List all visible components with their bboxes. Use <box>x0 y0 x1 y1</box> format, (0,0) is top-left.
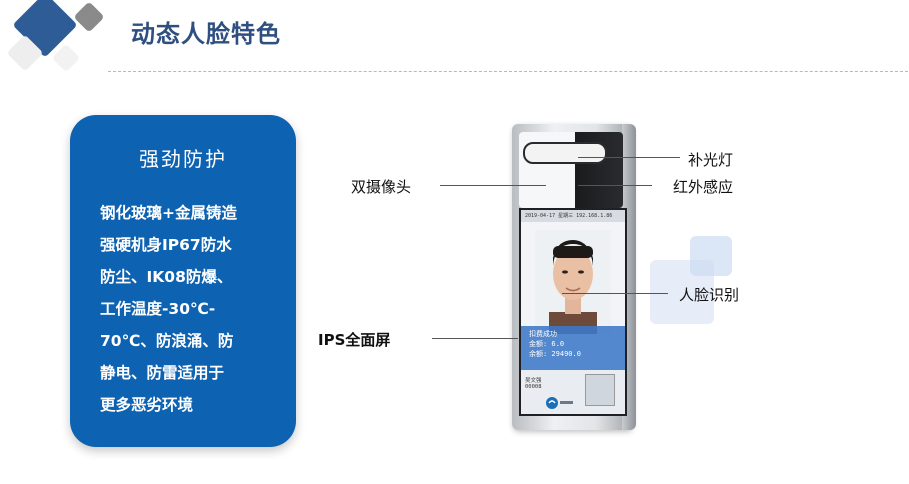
device-screen: 2019-04-17 星期三 192.168.1.86 扣费成功 金额: 6.0… <box>519 208 627 416</box>
leader-line-face-recognition <box>562 293 668 294</box>
callout-fill-light: 补光灯 <box>688 151 734 169</box>
feature-line: 钢化玻璃+金属铸造 <box>100 204 237 222</box>
feature-panel-title: 强劲防护 <box>139 147 227 171</box>
user-thumbnail <box>585 374 615 406</box>
pay-balance: 余额: 29490.0 <box>529 350 581 358</box>
screen-user-strip: 吴文强 00008 <box>521 370 625 414</box>
glass-square-decoration <box>650 260 714 324</box>
payment-info: 扣费成功 金额: 6.0 余额: 29490.0 <box>521 326 625 370</box>
feature-line: 静电、防雷适用于 <box>100 364 225 382</box>
user-name: 吴文强 <box>525 378 542 384</box>
face-photo <box>535 230 611 334</box>
user-id: 00008 <box>525 384 542 390</box>
pay-status: 扣费成功 <box>529 330 557 338</box>
page-title: 动态人脸特色 <box>131 20 281 48</box>
leader-line-dual-camera <box>440 185 546 186</box>
camera-slot <box>523 142 607 164</box>
brand-logo-icon <box>546 397 573 409</box>
pay-amount: 金额: 6.0 <box>529 340 565 348</box>
callout-ips-screen: IPS全面屏 <box>318 331 391 349</box>
title-divider <box>108 71 908 72</box>
user-info: 吴文强 00008 <box>525 376 542 390</box>
leader-line-fill-light <box>578 157 680 158</box>
callout-infrared: 红外感应 <box>673 178 734 196</box>
leader-line-ips-screen <box>432 338 518 339</box>
leader-line-infrared <box>578 185 652 186</box>
feature-line: 更多恶劣环境 <box>100 396 194 414</box>
screen-status-bar: 2019-04-17 星期三 192.168.1.86 <box>521 210 625 222</box>
callout-dual-camera: 双摄像头 <box>351 178 412 196</box>
feature-line: 强硬机身IP67防水 <box>100 236 232 254</box>
feature-panel-text: 钢化玻璃+金属铸造 强硬机身IP67防水 防尘、IK08防爆、 工作温度-30℃… <box>100 197 237 421</box>
feature-line: 防尘、IK08防爆、 <box>100 268 233 286</box>
feature-panel: 强劲防护 钢化玻璃+金属铸造 强硬机身IP67防水 防尘、IK08防爆、 工作温… <box>70 115 296 447</box>
feature-line: 70℃、防浪涌、防 <box>100 332 234 350</box>
callout-face-recognition: 人脸识别 <box>679 286 740 304</box>
feature-line: 工作温度-30℃- <box>100 300 216 318</box>
